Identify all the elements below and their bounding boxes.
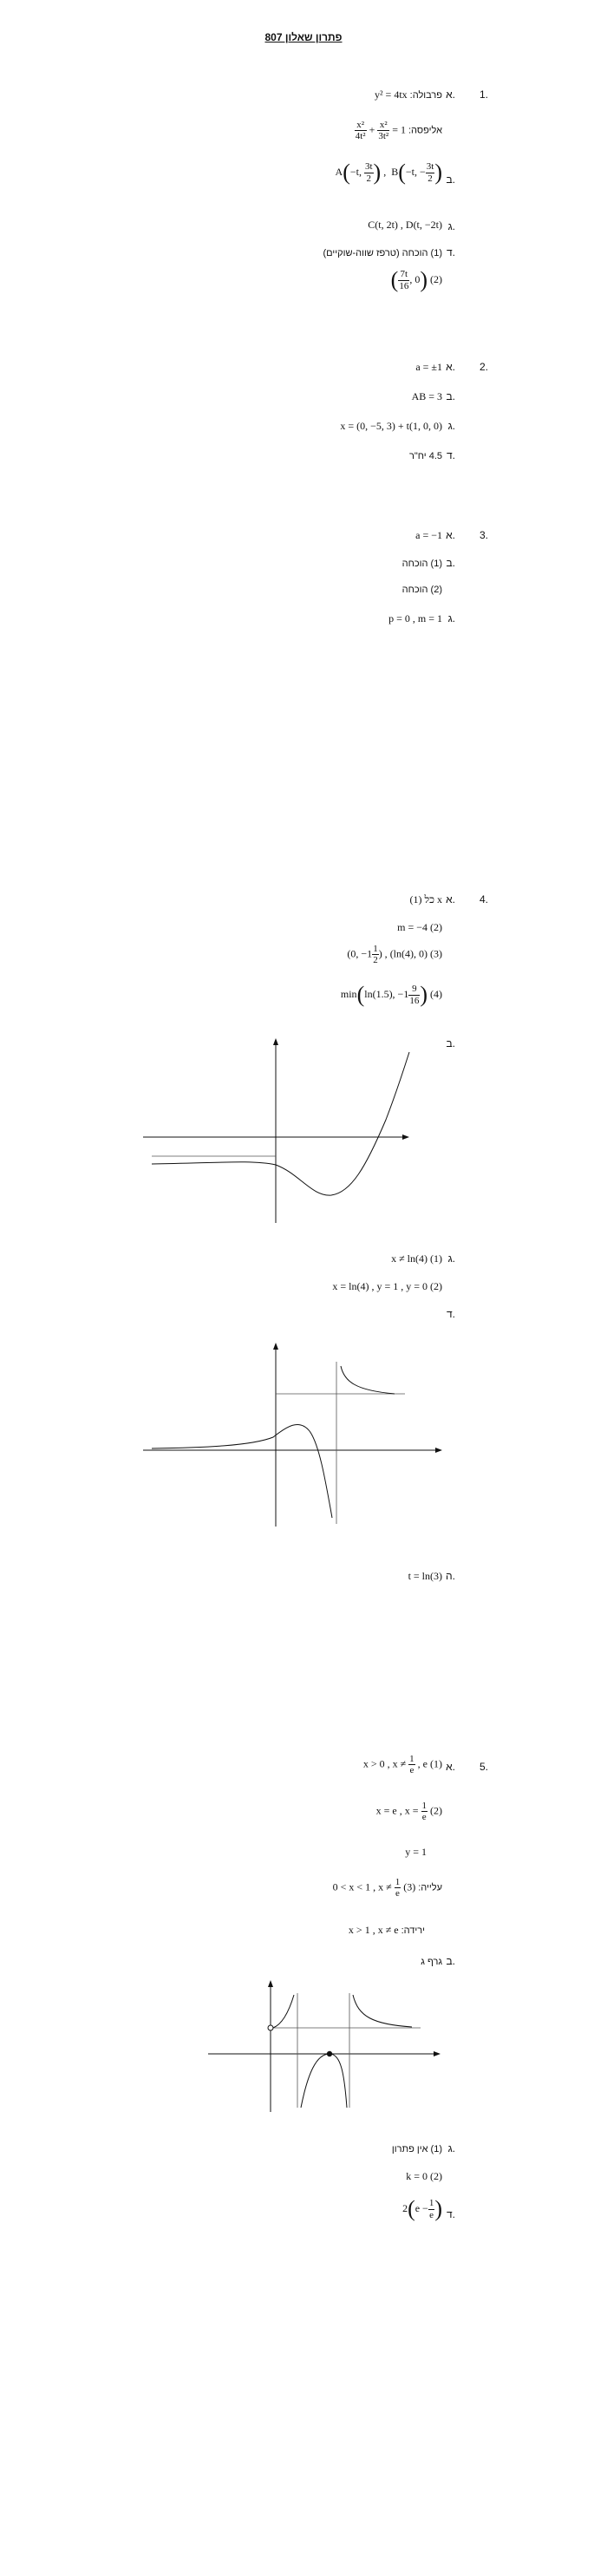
q4-c-part2: x = ln(4) , y = 1 , y = 0 (2) (332, 1280, 442, 1292)
q2-c-value: x = (0, −5, 3) + t(1, 0, 0) (340, 420, 442, 432)
q5-b-graph (208, 1980, 441, 2112)
q1-a-equation: y² = 4tx (374, 88, 408, 101)
q1-b-letter: ב. (446, 173, 455, 186)
q1-d-part1: (1) הוכחה (טרפז שווה-שוקיים) (323, 248, 442, 258)
q3-a-letter: א. (446, 529, 455, 541)
q2-d-letter: ד. (447, 449, 455, 461)
q5-c-part2: k = 0 (2) (406, 2170, 442, 2182)
q3-number: 3. (480, 529, 489, 541)
q3-a-value: a = −1 (415, 529, 442, 541)
q3-c-value: p = 0 , m = 1 (388, 612, 442, 624)
q4-a-part2: m = −4 (2) (397, 921, 442, 933)
q5-b-letter: ב. (446, 1955, 455, 1967)
q5-a-letter: א. (446, 1761, 455, 1773)
q4-c-part1: x ≠ ln(4) (1) (391, 1252, 442, 1265)
q4-a-part1: (1) כל x (409, 893, 442, 906)
q2-d-value: 4.5 יח"ר (408, 451, 442, 461)
q5-b-value: גרף ג (421, 1957, 442, 1967)
q4-c-letter: ג. (447, 1252, 455, 1265)
q2-c-letter: ג. (447, 420, 455, 432)
q4-a-letter: א. (446, 893, 455, 906)
q2-a-letter: א. (446, 361, 455, 373)
q1-number: 1. (480, 88, 489, 101)
q5-a-part3b: x > 1 , x ≠ e ירידה: (348, 1924, 425, 1936)
q5-c-letter: ג. (447, 2142, 455, 2154)
q1-a-parabola: y² = 4tx פרבולה: (375, 88, 442, 101)
q4-b-graph (143, 1038, 410, 1223)
q4-d-letter: ד. (447, 1308, 455, 1320)
q2-b-letter: ב. (446, 390, 455, 402)
q1-a-letter: א. (446, 88, 455, 101)
q1-a-ellipse-tail: = 1 (392, 123, 406, 136)
q5-d-letter: ד. (447, 2208, 455, 2220)
q2-a-value: a = ±1 (415, 361, 442, 373)
q4-e-value: t = ln(3) (408, 1570, 442, 1582)
q5-c-part1: (1) אין פתרון (391, 2144, 442, 2154)
q1-c-value: C(t, 2t) , D(t, −2t) (368, 219, 442, 231)
q2-b-value: AB = 3 (411, 390, 442, 402)
q3-b-part1: (1) הוכחה (401, 559, 442, 569)
page-title: פתרון שאלון 807 (264, 31, 343, 43)
q5-number: 5. (480, 1761, 489, 1773)
q1-c-letter: ג. (447, 220, 455, 232)
q2-number: 2. (480, 361, 489, 373)
q4-b-letter: ב. (446, 1037, 455, 1049)
q4-number: 4. (480, 893, 489, 906)
q3-c-letter: ג. (447, 612, 455, 624)
q1-d-letter: ד. (447, 246, 455, 258)
q5-a-part2b: y = 1 (405, 1846, 427, 1858)
q4-d-graph (143, 1343, 442, 1527)
q1-a-ellipse-label: אליפסה: (408, 125, 442, 136)
q3-b-letter: ב. (446, 557, 455, 569)
q3-b-part2: (2) הוכחה (401, 585, 442, 595)
q1-a-label: פרבולה: (409, 90, 442, 101)
q4-e-letter: ה. (446, 1570, 455, 1582)
